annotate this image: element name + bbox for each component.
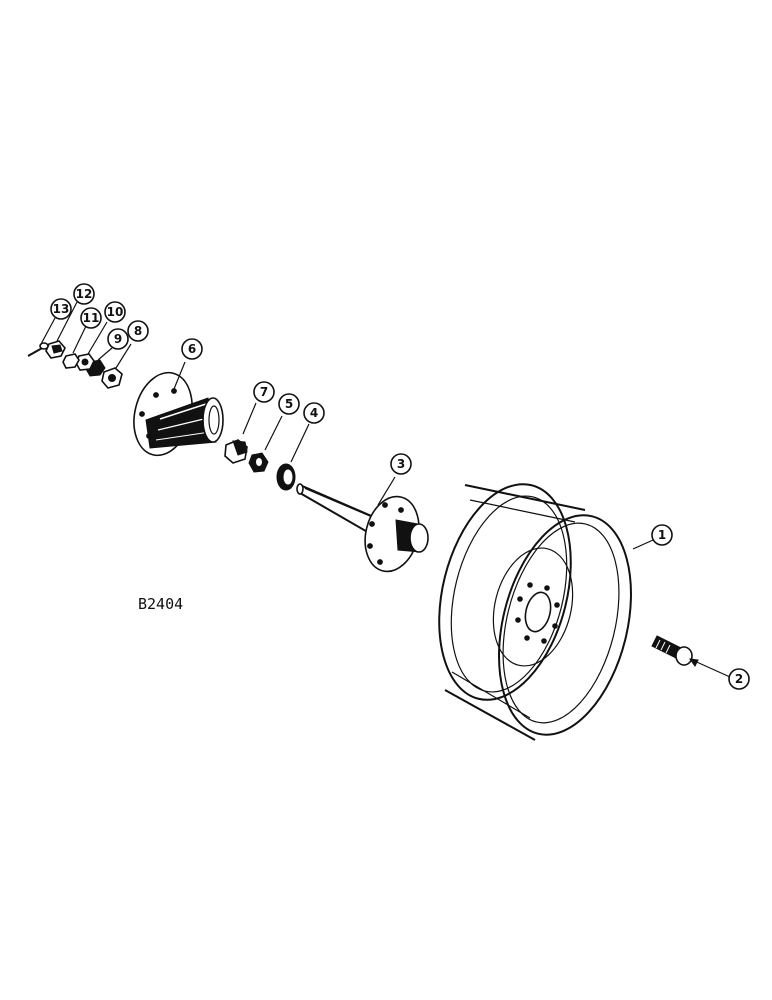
callout-8: 8 [127,320,149,342]
rim-bolt-holes [515,582,560,644]
callout-7: 7 [253,381,275,403]
nut-5 [248,452,269,473]
wheel-bolt [651,635,693,666]
figure-id-label: B2404 [138,595,183,613]
svg-text:12: 12 [76,287,93,301]
svg-text:9: 9 [114,332,122,346]
nut-10 [75,353,95,371]
callout-1: 1 [651,524,673,546]
axle-hub [296,483,429,573]
callout-10: 10 [104,301,126,323]
svg-text:4: 4 [310,406,318,420]
leader-lines [39,301,731,678]
svg-text:10: 10 [107,305,124,319]
callout-3: 3 [390,453,412,475]
washer [276,463,296,491]
svg-text:5: 5 [285,397,293,411]
callout-11: 11 [80,307,102,329]
wheel-rim [438,483,632,741]
callout-5: 5 [278,393,300,415]
callout-4: 4 [303,402,325,424]
nut-12 [45,340,66,359]
callouts: 1 2 3 4 5 6 7 8 [50,283,750,690]
svg-text:3: 3 [397,457,405,471]
nut-7 [224,439,248,464]
nut-11 [62,353,80,369]
callout-6: 6 [181,338,203,360]
callout-2: 2 [728,668,750,690]
callout-13: 13 [50,298,72,320]
nut-8 [101,367,123,389]
callout-12: 12 [73,283,95,305]
svg-text:2: 2 [735,672,743,686]
cotter-pin [27,342,49,357]
svg-text:8: 8 [134,324,142,338]
hub-cap [133,371,224,457]
svg-text:13: 13 [53,302,70,316]
svg-text:7: 7 [260,385,268,399]
svg-text:1: 1 [658,528,666,542]
svg-text:6: 6 [188,342,196,356]
callout-9: 9 [107,328,129,350]
svg-text:11: 11 [83,311,100,325]
